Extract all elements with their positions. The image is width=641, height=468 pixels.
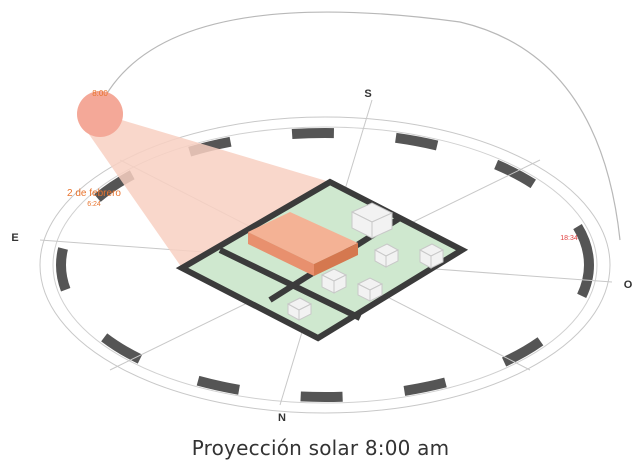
compass-west-label: O xyxy=(624,279,633,291)
compass-south-label: S xyxy=(364,88,371,100)
diagram-caption: Proyección solar 8:00 am xyxy=(191,436,450,460)
building-block xyxy=(350,202,394,239)
date-time-label: 6:24 xyxy=(87,201,101,208)
sun-icon xyxy=(77,91,123,137)
sun-time-label: 8:00 xyxy=(92,89,108,98)
solar-projection-diagram: 8:00 2 de febrero 6:24 18:34 S E O N xyxy=(11,11,633,424)
building-block xyxy=(418,243,445,269)
building-block xyxy=(356,277,384,302)
highlighted-building xyxy=(248,212,358,276)
horizon-ellipse xyxy=(39,116,611,414)
building-block xyxy=(286,297,313,321)
sunset-time-label: 18:34 xyxy=(560,235,578,242)
compass-north-label: N xyxy=(278,412,286,424)
building-block xyxy=(320,268,348,294)
sun-projection-beam xyxy=(86,118,330,268)
site-buildings xyxy=(286,202,445,321)
building-block xyxy=(373,243,400,268)
compass-east-label: E xyxy=(11,232,18,244)
sun-path-arc xyxy=(95,11,621,241)
date-label: 2 de febrero xyxy=(67,188,121,199)
